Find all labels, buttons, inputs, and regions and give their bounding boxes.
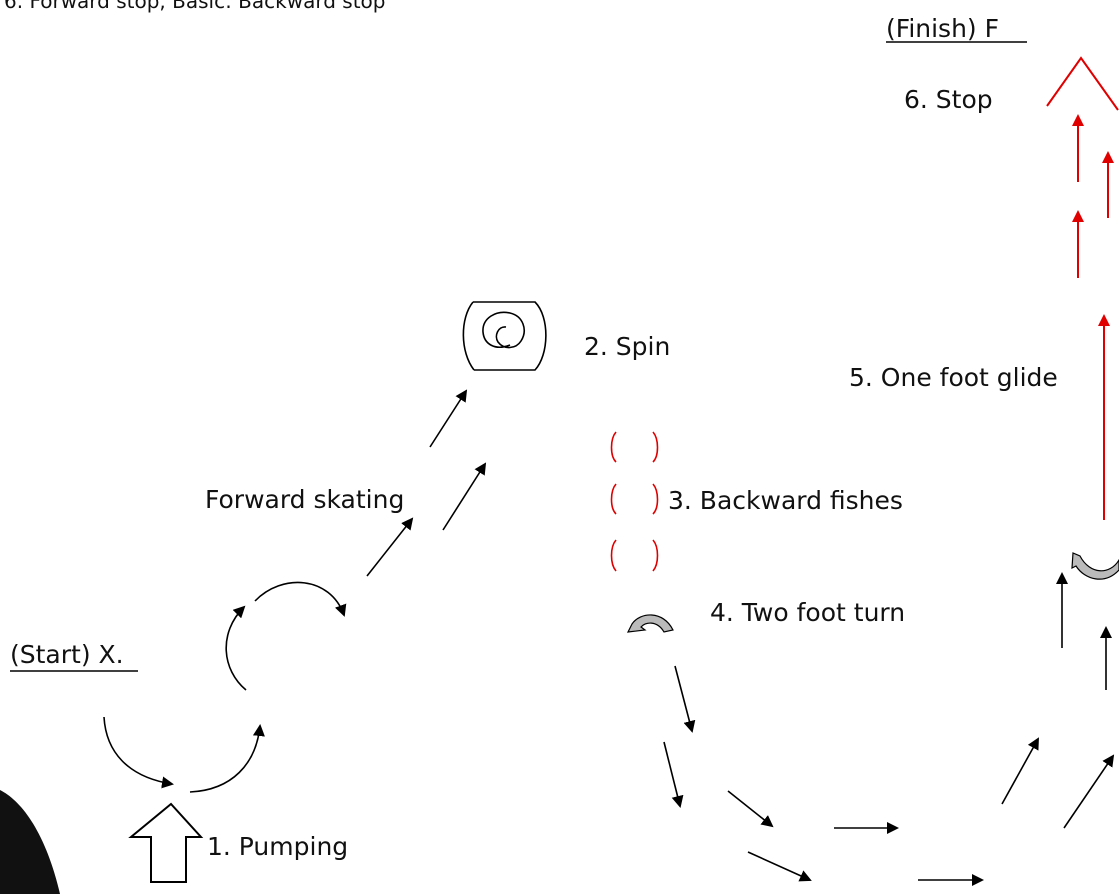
pumping-curve-left xyxy=(103,716,174,789)
step-label-spin: 2. Spin xyxy=(584,332,670,361)
backward-fishes-brackets xyxy=(610,431,659,572)
forward-arrow-1 xyxy=(366,517,414,577)
crossover-curve-left xyxy=(225,605,247,691)
header-text: 6. Forward stop, Basic: Backward stop xyxy=(4,0,385,13)
path-arrow-7 xyxy=(1001,737,1039,805)
stop-chevron xyxy=(1046,56,1119,111)
corner-blot xyxy=(0,790,60,894)
spin-spiral-icon xyxy=(462,301,547,371)
step-label-stop: 6. Stop xyxy=(904,85,993,114)
forward-skating-label: Forward skating xyxy=(205,485,404,514)
step-label-one-foot-glide: 5. One foot glide xyxy=(849,363,1058,392)
pumping-curve-right xyxy=(189,724,265,793)
step-label-pumping: 1. Pumping xyxy=(207,832,348,861)
path-arrow-3 xyxy=(727,790,774,828)
path-arrow-2 xyxy=(663,741,684,808)
step-label-two-foot-turn: 4. Two foot turn xyxy=(710,598,905,627)
forward-arrow-3 xyxy=(429,389,468,448)
forward-arrow-2 xyxy=(442,462,487,531)
two-foot-turn-icon xyxy=(626,614,674,633)
start-label: (Start) X. xyxy=(10,640,124,669)
glide-turn-icon xyxy=(1071,552,1119,580)
step-label-backward-fishes: 3. Backward fishes xyxy=(668,486,903,515)
pumping-hollow-arrow xyxy=(128,802,204,883)
path-arrow-4 xyxy=(747,851,812,882)
finish-label: (Finish) F xyxy=(886,14,999,43)
path-arrow-1 xyxy=(674,665,696,733)
path-arrow-8 xyxy=(1063,754,1115,829)
crossover-curve-top xyxy=(254,581,347,617)
